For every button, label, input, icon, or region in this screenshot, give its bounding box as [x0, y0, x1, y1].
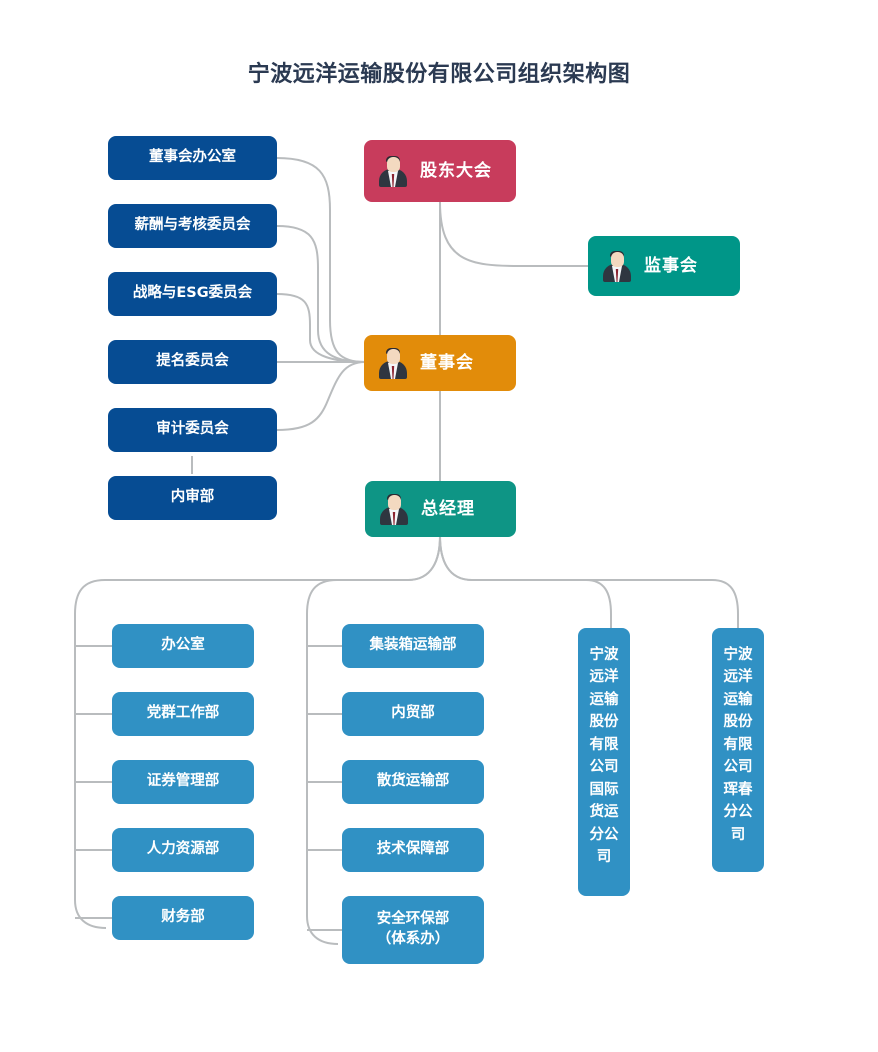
node-label: 董事会 [420, 352, 474, 373]
edge-manager-branch1 [439, 535, 612, 628]
node-label: 办公室 [161, 637, 205, 654]
node-human-resources-department[interactable]: 人力资源部 [112, 828, 254, 872]
node-label: 总经理 [421, 498, 475, 519]
node-label: 宁波远洋运输股份有限公司国际货运分公司 [589, 647, 619, 866]
node-office-department[interactable]: 办公室 [112, 624, 254, 668]
edge-committee-3 [276, 293, 366, 363]
node-label: 技术保障部 [376, 841, 450, 858]
node-label: 人力资源部 [146, 841, 220, 858]
edge-manager-group2 [306, 535, 441, 945]
page-title: 宁波远洋运输股份有限公司组织架构图 [247, 62, 631, 87]
node-board-of-directors[interactable]: 董事会 [364, 335, 516, 391]
node-label: 党群工作部 [146, 705, 220, 722]
edge-committee-5 [276, 361, 366, 431]
node-general-manager[interactable]: 总经理 [365, 481, 516, 537]
node-international-freight-branch[interactable]: 宁波远洋运输股份有限公司国际货运分公司 [578, 628, 630, 896]
businessman-avatar-icon [378, 155, 408, 187]
node-label: 集装箱运输部 [369, 637, 457, 654]
node-party-work-department[interactable]: 党群工作部 [112, 692, 254, 736]
node-label: 内审部 [170, 489, 215, 506]
node-board-office[interactable]: 董事会办公室 [108, 136, 277, 180]
edge-shareholders-supervisors [439, 201, 588, 267]
node-label: 审计委员会 [156, 421, 229, 438]
node-label: 提名委员会 [156, 353, 229, 370]
node-strategy-esg-committee[interactable]: 战略与ESG委员会 [108, 272, 277, 316]
node-audit-committee[interactable]: 审计委员会 [108, 408, 277, 452]
node-remuneration-committee[interactable]: 薪酬与考核委员会 [108, 204, 277, 248]
node-nomination-committee[interactable]: 提名委员会 [108, 340, 277, 384]
node-board-of-supervisors[interactable]: 监事会 [588, 236, 740, 296]
businessman-avatar-icon [378, 347, 408, 379]
node-label: 宁波远洋运输股份有限公司珲春分公司 [723, 647, 753, 843]
node-label: 董事会办公室 [149, 149, 236, 166]
node-label: 财务部 [161, 909, 205, 926]
node-label: 内贸部 [391, 705, 435, 722]
node-label: 薪酬与考核委员会 [134, 217, 251, 234]
node-label: 战略与ESG委员会 [132, 285, 253, 302]
node-hunchun-branch[interactable]: 宁波远洋运输股份有限公司珲春分公司 [712, 628, 764, 872]
node-domestic-trade-department[interactable]: 内贸部 [342, 692, 484, 736]
node-shareholders-meeting[interactable]: 股东大会 [364, 140, 516, 202]
node-label: 监事会 [644, 255, 698, 276]
edge-manager-branch2 [439, 535, 739, 628]
edge-committee-2 [276, 225, 366, 363]
node-label: 股东大会 [420, 160, 492, 181]
node-container-transport-department[interactable]: 集装箱运输部 [342, 624, 484, 668]
node-bulk-cargo-transport-department[interactable]: 散货运输部 [342, 760, 484, 804]
node-label: 安全环保部（体系办） [376, 911, 450, 947]
node-finance-department[interactable]: 财务部 [112, 896, 254, 940]
node-securities-management-department[interactable]: 证券管理部 [112, 760, 254, 804]
node-label: 散货运输部 [376, 773, 450, 790]
businessman-avatar-icon [379, 493, 409, 525]
businessman-avatar-icon [602, 250, 632, 282]
node-label: 证券管理部 [146, 773, 220, 790]
node-technical-support-department[interactable]: 技术保障部 [342, 828, 484, 872]
edge-committee-1 [276, 157, 366, 363]
node-safety-environment-department[interactable]: 安全环保部（体系办） [342, 896, 484, 964]
node-internal-audit-department[interactable]: 内审部 [108, 476, 277, 520]
